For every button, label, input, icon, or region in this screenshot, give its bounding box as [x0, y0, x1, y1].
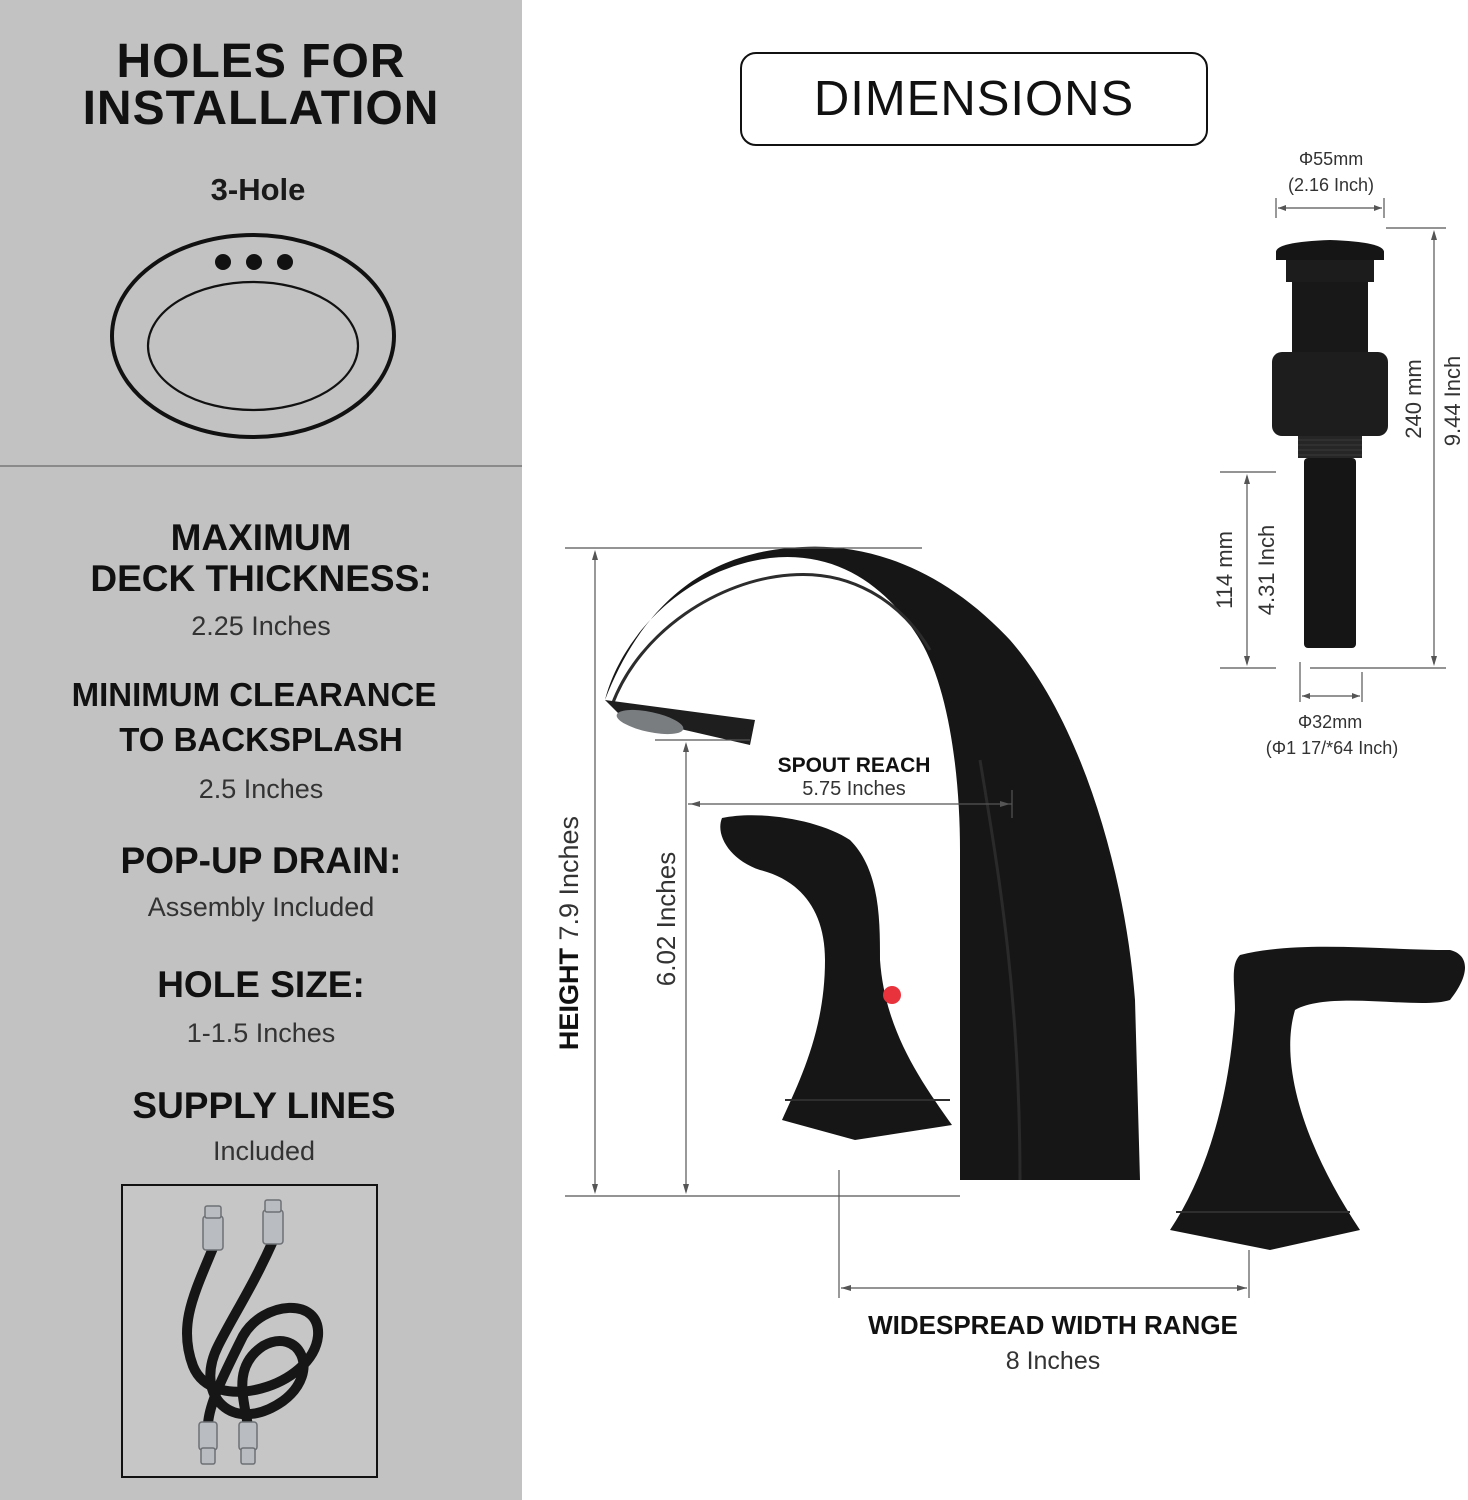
hole-size-label: HOLE SIZE: — [157, 964, 365, 1005]
deck-thickness-label-line1: MAXIMUM — [170, 517, 352, 558]
height-value: 7.9 Inches — [554, 815, 584, 941]
supply-hoses-image — [121, 1184, 378, 1478]
height-label: HEIGHT — [554, 948, 584, 1051]
hole-size-value: 1-1.5 Inches — [186, 1018, 336, 1048]
supply-lines-label: SUPPLY LINES — [132, 1085, 396, 1126]
deck-thickness-label-line2: DECK THICKNESS: — [90, 558, 432, 599]
height-dimension-label: HEIGHT 7.9 Inches — [552, 813, 586, 1053]
spout-height-value: 6.02 Inches — [651, 851, 681, 987]
drain-top-dia-mm: Φ55mm — [1298, 149, 1364, 169]
drain-label: POP-UP DRAIN: — [120, 840, 402, 881]
drain-top-dia-in: (2.16 Inch) — [1287, 175, 1375, 195]
clearance-label-line1: MINIMUM CLEARANCE — [71, 676, 437, 713]
hole-type-label: 3-Hole — [210, 172, 306, 207]
panel-divider — [0, 465, 522, 467]
width-range-value: 8 Inches — [1005, 1347, 1101, 1375]
clearance-label-line2: TO BACKSPLASH — [119, 721, 403, 758]
sink-3-hole-icon — [110, 233, 396, 439]
drain-bottom-dia-mm: Φ32mm — [1297, 712, 1363, 732]
holes-title-line1: HOLES FOR — [116, 35, 406, 88]
supply-lines-value: Included — [212, 1136, 316, 1166]
deck-thickness-value: 2.25 Inches — [191, 611, 331, 641]
dimensions-title-box: DIMENSIONS — [740, 52, 1208, 146]
spout-reach-value: 5.75 Inches — [802, 778, 906, 800]
drain-bottom-dia-in: (Φ1 17/*64 Inch) — [1265, 738, 1399, 758]
clearance-value: 2.5 Inches — [198, 774, 324, 804]
holes-title-line2: INSTALLATION — [82, 82, 440, 135]
width-range-label: WIDESPREAD WIDTH RANGE — [868, 1310, 1238, 1340]
dimensions-title: DIMENSIONS — [813, 72, 1135, 126]
drain-value: Assembly Included — [147, 892, 375, 922]
spout-reach-label: SPOUT REACH — [777, 754, 931, 777]
